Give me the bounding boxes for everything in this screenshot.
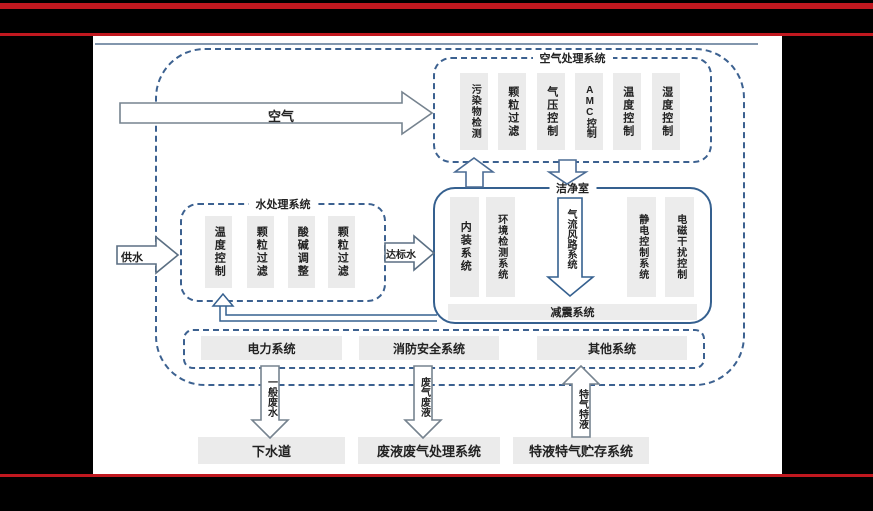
water-supply-label: 供水 — [121, 252, 143, 264]
top-red-bar — [0, 3, 873, 9]
air-module-amc-control: AMC控制 — [575, 73, 603, 150]
external-sewer-box: 下水道 — [198, 437, 345, 464]
cleanroom-title: 洁净室 — [549, 180, 596, 196]
external-special-storage-box: 特液特气贮存系统 — [513, 437, 649, 464]
upper-red-rule — [0, 33, 873, 36]
cleanroom-module-interior-system: 内装系统 — [450, 197, 479, 297]
lower-red-rule — [0, 474, 873, 477]
water-module-ph-adjustment: 酸碱调整 — [288, 216, 315, 288]
infra-module-power-system: 电力系统 — [201, 336, 342, 360]
facility-boundary — [155, 48, 745, 386]
air-module-humidity-control: 湿度控制 — [652, 73, 680, 150]
air-handling-system-box: 空气处理系统 污染物检测 颗粒过滤 气压控制 AMC控制 温度控制 湿度控制 — [433, 50, 712, 163]
cleanroom-module-emi-control: 电磁干扰控制 — [665, 197, 694, 297]
cleanroom-module-static-control: 静电控制系统 — [627, 197, 656, 297]
cleanroom-module-environment-detection: 环境检测系统 — [486, 197, 515, 297]
water-module-particle-filtration-2: 颗粒过滤 — [328, 216, 355, 288]
panel-top-rule — [95, 43, 758, 45]
waste-gas-liquid-label: 废气废液 — [418, 377, 430, 417]
air-module-particle-filtration: 颗粒过滤 — [498, 73, 526, 150]
infra-module-other-systems: 其他系统 — [537, 336, 687, 360]
water-treatment-system-title: 水处理系统 — [248, 196, 318, 212]
water-treatment-system-box: 水处理系统 温度控制 颗粒过滤 酸碱调整 颗粒过滤 — [180, 196, 386, 302]
water-module-temperature-control: 温度控制 — [205, 216, 232, 288]
air-handling-system-title: 空气处理系统 — [532, 50, 613, 66]
air-module-pressure-control: 气压控制 — [537, 73, 565, 150]
air-intake-label: 空气 — [268, 109, 295, 124]
water-module-particle-filtration: 颗粒过滤 — [247, 216, 274, 288]
treated-water-label: 达标水 — [386, 250, 416, 261]
airflow-path-label: 气流风路系统 — [565, 209, 576, 269]
infrastructure-box: 电力系统 消防安全系统 其他系统 — [183, 329, 705, 369]
special-gas-liquid-label: 特气特液 — [576, 389, 588, 429]
infra-module-fire-safety-system: 消防安全系统 — [359, 336, 499, 360]
external-waste-treatment-box: 废液废气处理系统 — [358, 437, 500, 464]
air-module-temperature-control: 温度控制 — [613, 73, 641, 150]
general-wastewater-label: 一般废水 — [265, 377, 277, 417]
air-module-pollutant-detection: 污染物检测 — [460, 73, 488, 150]
cleanroom-damping-system: 减震系统 — [448, 304, 697, 320]
